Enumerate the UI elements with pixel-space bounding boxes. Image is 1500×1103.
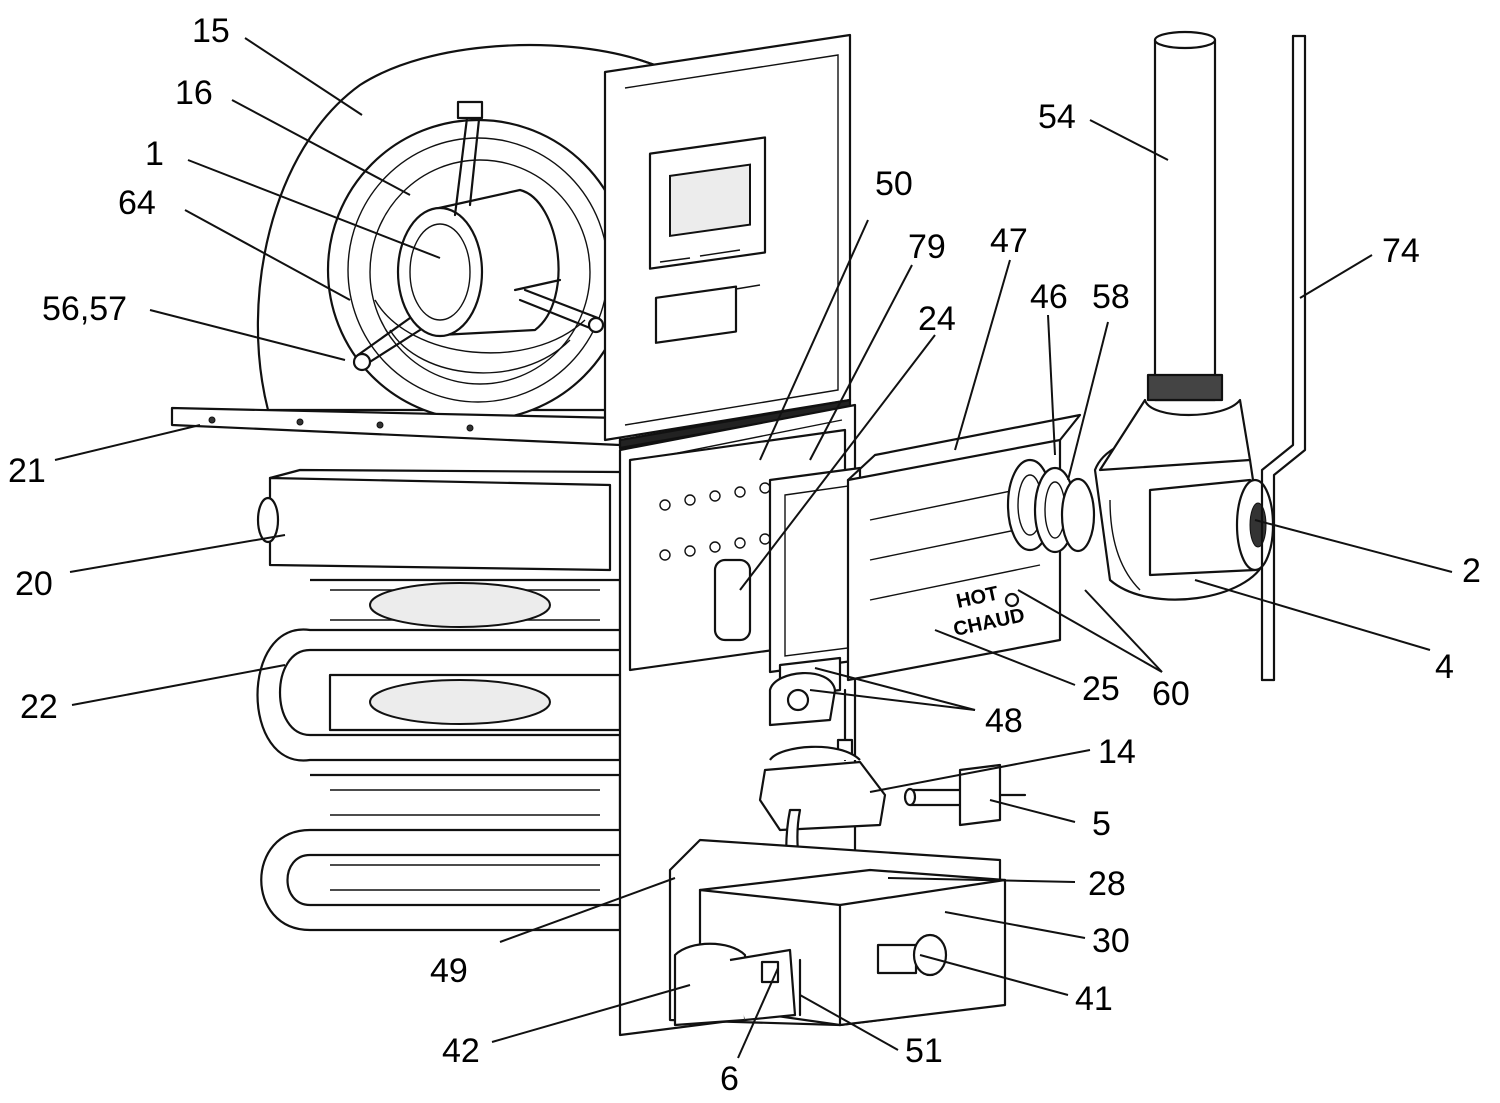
callout-21: 21 (8, 452, 46, 490)
callout-41: 41 (1075, 980, 1113, 1018)
callout-20: 20 (15, 565, 53, 603)
callout-4: 4 (1435, 648, 1454, 686)
callout-46: 46 (1030, 278, 1068, 316)
callout-58: 58 (1092, 278, 1130, 316)
inducer-blower (1093, 433, 1275, 601)
callout-16: 16 (175, 74, 213, 112)
collector-box: HOT CHAUD (846, 413, 1082, 682)
callout-54: 54 (1038, 98, 1076, 136)
callout-30: 30 (1092, 922, 1130, 960)
blower-base-plate (170, 406, 622, 447)
igniter-assembly (768, 671, 854, 762)
callout-5: 5 (1092, 805, 1111, 843)
callout-1: 1 (145, 135, 164, 173)
callout-25: 25 (1082, 670, 1120, 708)
mount-bracket-5 (903, 763, 1027, 827)
callout-6: 6 (720, 1060, 739, 1098)
transformer (673, 942, 802, 1027)
callout-49: 49 (430, 952, 468, 990)
callout-74: 74 (1382, 232, 1420, 270)
callout-50: 50 (875, 165, 913, 203)
control-box (668, 838, 1007, 1027)
callout-22: 22 (20, 688, 58, 726)
callout-42: 42 (442, 1032, 480, 1070)
callout-labels: 15 16 1 64 56,57 21 20 22 50 79 24 47 46… (8, 12, 1481, 1098)
callout-60: 60 (1152, 675, 1190, 713)
heat-exchanger-tubes (256, 578, 622, 932)
inducer-gaskets (1006, 458, 1096, 554)
callout-15: 15 (192, 12, 230, 50)
pressure-tube (1260, 34, 1307, 682)
callout-56-57: 56,57 (42, 290, 127, 328)
callout-14: 14 (1098, 733, 1136, 771)
leader-lines (54, 37, 1453, 1059)
vent-pipe (1098, 30, 1252, 472)
callout-64: 64 (118, 184, 156, 222)
callout-28: 28 (1088, 865, 1126, 903)
callout-79: 79 (908, 228, 946, 266)
upper-control-panel (603, 33, 852, 450)
blower-motor (352, 100, 605, 372)
callout-51: 51 (905, 1032, 943, 1070)
callout-24: 24 (918, 300, 956, 338)
callout-47: 47 (990, 222, 1028, 260)
air-baffle (256, 468, 622, 572)
callout-2: 2 (1462, 552, 1481, 590)
callout-48: 48 (985, 702, 1023, 740)
